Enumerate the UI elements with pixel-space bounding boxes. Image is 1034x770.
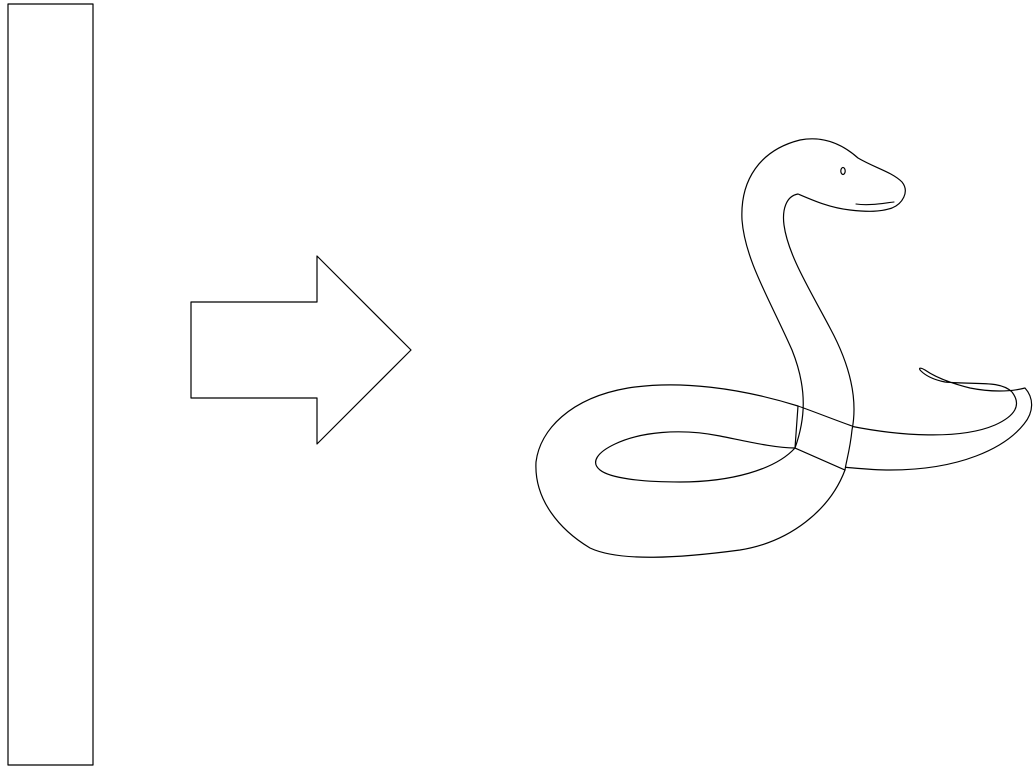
snake-tail xyxy=(842,368,1032,470)
snake-eye-icon xyxy=(841,168,845,175)
snake-icon xyxy=(536,139,1032,557)
snake-coil xyxy=(536,385,845,557)
vertical-rectangle-icon xyxy=(8,4,93,765)
right-arrow-icon xyxy=(191,256,411,444)
